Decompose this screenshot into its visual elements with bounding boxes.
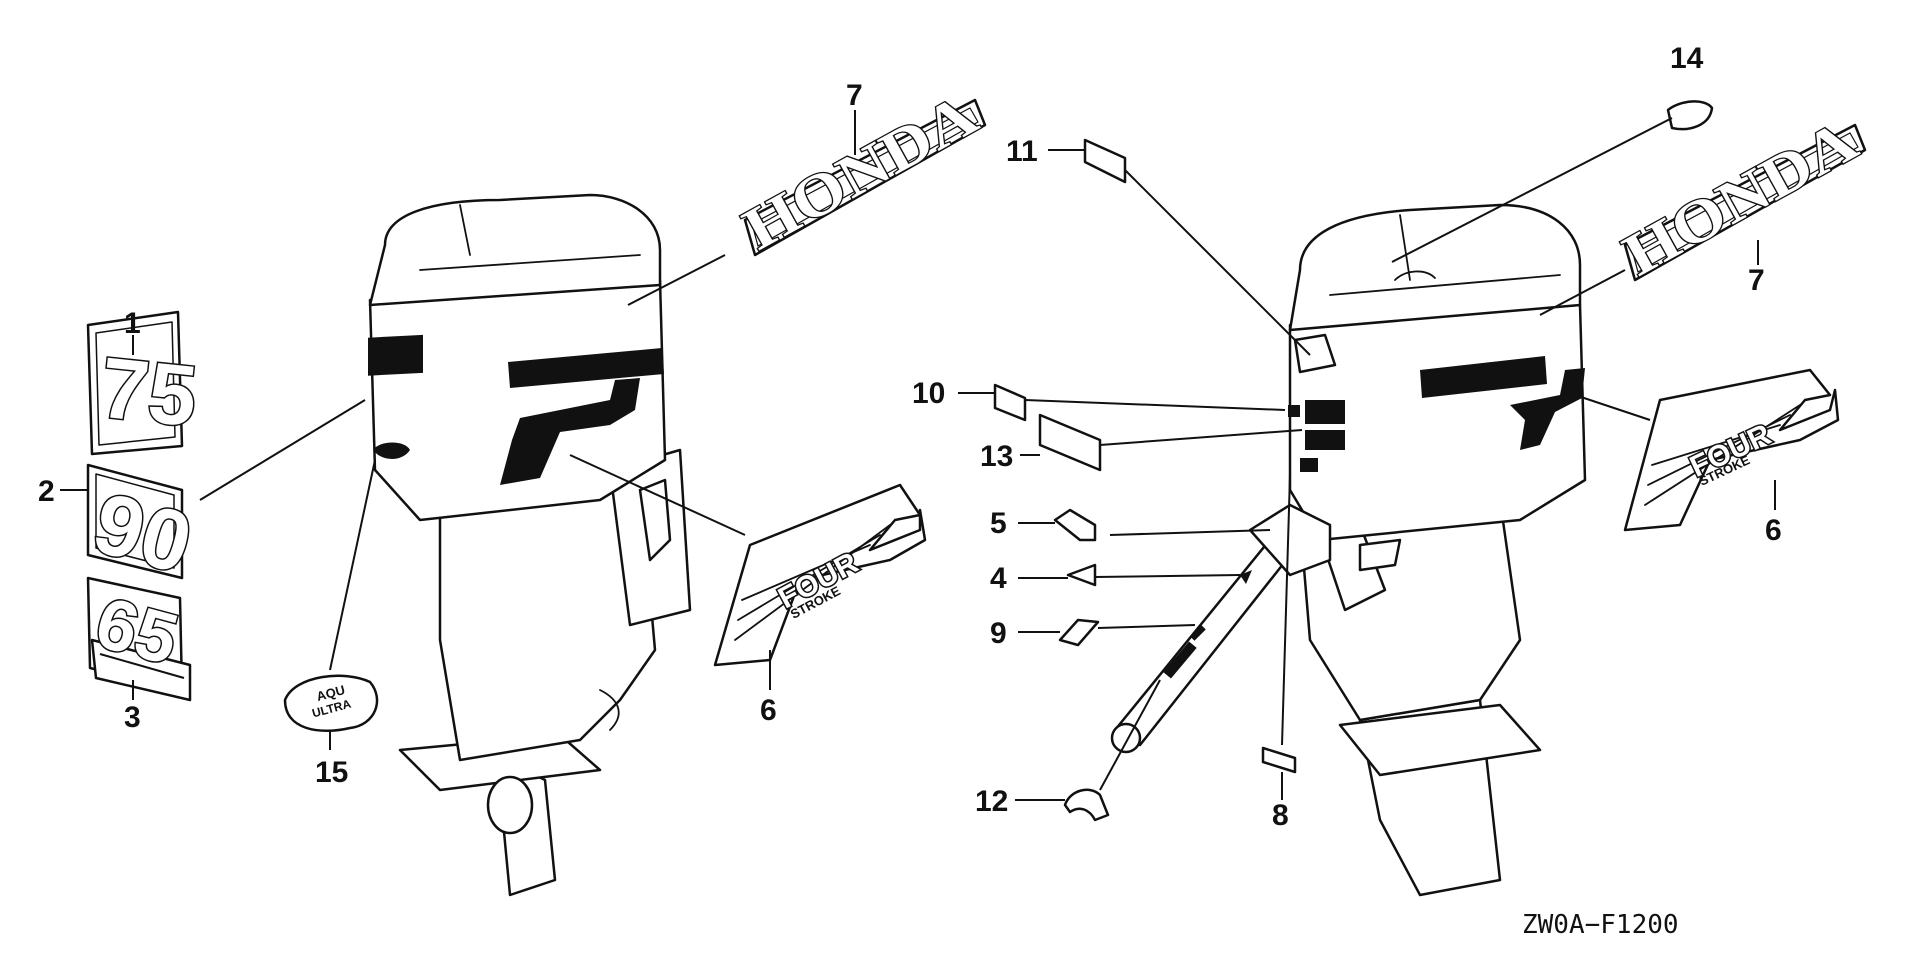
part-9-label — [1058, 618, 1100, 647]
part-10-label — [993, 383, 1027, 422]
emblem-65: 65 — [86, 576, 192, 702]
aqua-text-top: AQU — [315, 682, 347, 704]
callout-6-right: 6 — [1765, 514, 1782, 547]
decal-four-stroke-left: FOUR STROKE — [713, 483, 927, 667]
callout-9: 9 — [990, 617, 1007, 650]
emblem-honda-right: HONDA — [1611, 106, 1869, 290]
left-outboard-engine — [368, 193, 692, 897]
callout-10: 10 — [912, 377, 945, 410]
callout-13: 13 — [980, 440, 1013, 473]
right-outboard-engine — [1110, 203, 1587, 897]
part-13-label — [1038, 413, 1102, 472]
part-11-label — [1083, 138, 1127, 184]
callout-14: 14 — [1670, 42, 1704, 75]
callout-5: 5 — [990, 507, 1007, 540]
callout-8: 8 — [1272, 799, 1289, 832]
part-12-grip-cap — [1063, 788, 1110, 822]
callout-11: 11 — [1006, 135, 1038, 168]
emblem-75: 75 — [86, 310, 203, 456]
callout-2: 2 — [38, 475, 55, 508]
decal-four-stroke-right: FOUR STROKE — [1623, 368, 1840, 532]
callout-7-right: 7 — [1748, 264, 1765, 297]
part-14-badge — [1666, 100, 1714, 131]
callout-12: 12 — [975, 785, 1008, 818]
callout-15: 15 — [315, 756, 348, 789]
callout-1: 1 — [124, 307, 141, 340]
part-4-arrow — [1066, 563, 1097, 587]
callout-3: 3 — [124, 701, 141, 734]
leader-lines — [60, 110, 1776, 801]
callout-7-left: 7 — [846, 79, 863, 112]
part-5-clip — [1053, 508, 1097, 542]
callout-4: 4 — [990, 562, 1007, 595]
diagram-code: ZW0A−F1200 — [1522, 910, 1679, 940]
emblem-90: 90 — [82, 463, 203, 594]
emblem-75-text: 75 — [96, 340, 201, 445]
part-8-label — [1261, 746, 1297, 774]
emblem-aqua-ultra: AQU ULTRA — [283, 674, 379, 732]
callout-6-left: 6 — [760, 694, 777, 727]
honda-right-text: HONDA — [1613, 107, 1868, 288]
